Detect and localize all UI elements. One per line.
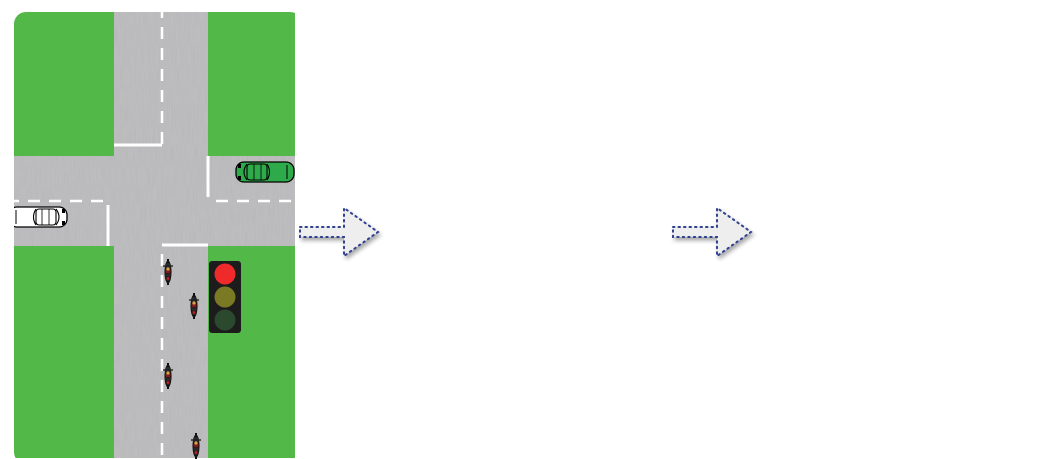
- yellow-lamp: [962, 287, 983, 308]
- green-lamp: [589, 310, 610, 331]
- motorcycle-4: [563, 299, 573, 325]
- red-lamp: [962, 264, 983, 285]
- intersection-panel-1: [14, 12, 295, 459]
- arrow-outline: [672, 206, 753, 258]
- traffic-light: [583, 261, 615, 333]
- motorcycle-2: [936, 226, 946, 252]
- car-white-1: [14, 206, 68, 228]
- grass-area: [381, 6, 669, 458]
- motorcycle-3: [910, 289, 920, 315]
- motorcycle-1: [163, 259, 173, 285]
- green-lamp: [962, 310, 983, 331]
- red-lamp: [589, 264, 610, 285]
- car-green-1: [382, 162, 440, 182]
- traffic-light: [209, 261, 241, 333]
- yellow-lamp: [214, 286, 236, 308]
- intersection-panel-2: [381, 6, 680, 458]
- intersection-panel-3: [754, 6, 1038, 458]
- traffic-light-housing: [956, 261, 988, 333]
- red-lamp: [214, 263, 236, 285]
- car-white-2: [622, 207, 680, 227]
- traffic-light: [956, 261, 988, 333]
- motorcycle-1: [910, 134, 920, 160]
- vertical-road: [488, 6, 582, 458]
- horizontal-road: [754, 156, 1038, 246]
- dotted-arrow-icon: [299, 206, 380, 258]
- motorcycle-4: [191, 433, 201, 459]
- motorcycle-3: [537, 299, 547, 325]
- grass-area: [754, 6, 1038, 458]
- arrow-outline: [299, 206, 380, 258]
- motorcycle-2: [189, 293, 199, 319]
- green-lamp: [214, 309, 236, 331]
- traffic-light-housing: [583, 261, 615, 333]
- motorcycle-1: [537, 255, 547, 281]
- horizontal-road: [381, 156, 669, 246]
- car-green-2: [235, 161, 295, 183]
- vertical-road: [861, 6, 955, 458]
- motorcycle-4: [936, 299, 946, 325]
- motorcycle-3: [163, 363, 173, 389]
- yellow-lamp: [589, 287, 610, 308]
- dotted-arrow-icon: [672, 206, 753, 258]
- motorcycle-2: [563, 255, 573, 281]
